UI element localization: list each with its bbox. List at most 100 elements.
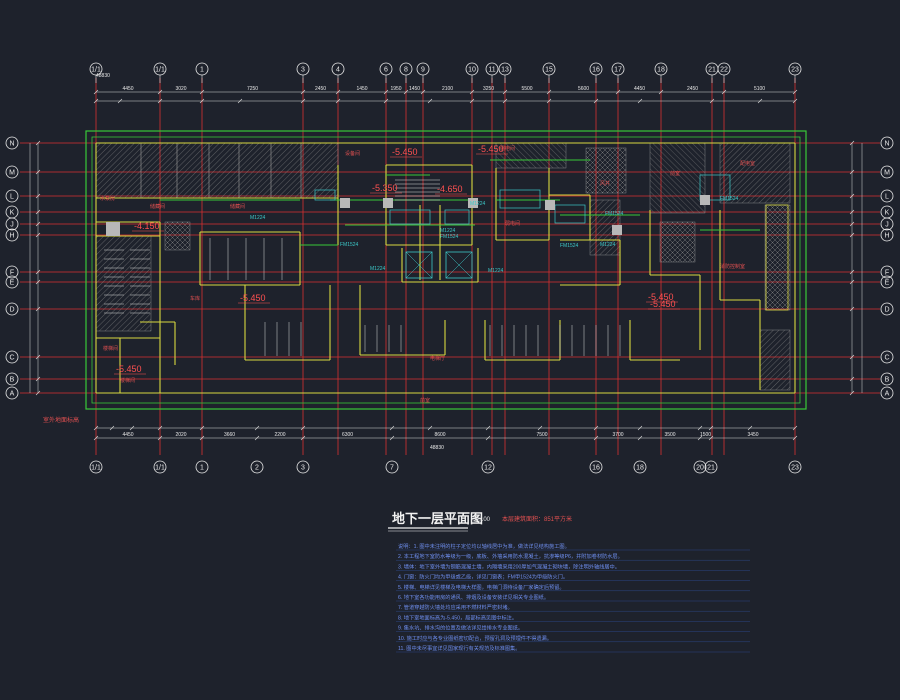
axis-bubble-label: M — [9, 170, 15, 177]
top-detail-dimension-row — [93, 98, 798, 104]
dimension-tick — [427, 98, 433, 104]
left-axis-K: K — [5, 205, 19, 219]
top-axis-16: 16 — [589, 62, 603, 76]
left-axis-F: F — [5, 265, 19, 279]
bottom-axis-1: 1 — [195, 460, 209, 474]
bottom-axis-3: 3 — [296, 460, 310, 474]
dimension-tick — [757, 98, 763, 104]
axis-bubble-label: 4 — [336, 67, 340, 74]
axis-bubble-circle — [880, 275, 894, 289]
axis-bubble-label: 15 — [545, 67, 553, 74]
axis-bubble-label: 22 — [720, 67, 728, 74]
dimension-tick — [199, 425, 205, 431]
equipment-box — [444, 209, 470, 225]
level-label: -5.450 — [392, 147, 418, 157]
door-label: M1224 — [600, 242, 616, 248]
dimension-tick — [537, 425, 543, 431]
room-label: 弱电间 — [505, 220, 520, 227]
axis-bubble-circle — [5, 265, 19, 279]
axis-bubble-label: K — [885, 210, 890, 217]
room-label: 配电室 — [740, 160, 755, 167]
drawing-scale: 1:100 — [475, 517, 491, 523]
axis-bubble-label: 21 — [708, 67, 716, 74]
equipment-box — [554, 204, 586, 224]
dimension-value: 3700 — [612, 432, 623, 438]
dimension-tick — [849, 354, 855, 360]
dimension-tick — [708, 435, 714, 441]
dimension-value: 4450 — [122, 432, 133, 438]
axis-grid — [20, 78, 880, 455]
room-label: 车库 — [190, 295, 200, 302]
top-axis-1/1: 1/1 — [153, 62, 167, 76]
door-label: FM1524 — [605, 211, 624, 217]
dimension-tick — [747, 425, 753, 431]
room-label: 水泵房 — [100, 195, 115, 202]
axis-bubble-label: N — [884, 141, 889, 148]
dimension-tick — [485, 425, 491, 431]
inner-boundary-line — [91, 136, 801, 404]
column — [383, 198, 393, 208]
top-axis-21: 21 — [705, 62, 719, 76]
axis-bubble-label: K — [10, 210, 15, 217]
axis-bubble-label: A — [885, 391, 890, 398]
dimension-tick — [792, 425, 798, 431]
dimension-tick — [403, 89, 409, 95]
building-outline — [85, 130, 807, 410]
axis-bubble-label: 23 — [791, 465, 799, 472]
axis-bubble-circle — [880, 189, 894, 203]
dimension-tick — [485, 435, 491, 441]
axis-bubble-label: 2 — [255, 465, 259, 472]
column — [468, 198, 478, 208]
bottom-axis-23: 23 — [788, 460, 802, 474]
top-axis-11: 11 — [485, 62, 499, 76]
dimension-tick — [792, 98, 798, 104]
axis-bubble-circle — [416, 62, 430, 76]
dimension-tick — [335, 98, 341, 104]
axis-bubble-circle — [5, 136, 19, 150]
dimension-tick — [637, 98, 643, 104]
bottom-detail-dimension-row — [93, 425, 798, 431]
left-dimension-column — [29, 140, 41, 396]
axis-bubble-label: E — [10, 280, 15, 287]
axis-bubble-circle — [5, 217, 19, 231]
axis-bubble-label: 7 — [390, 465, 394, 472]
dimension-tick — [109, 425, 115, 431]
left-axis-A: A — [5, 386, 19, 400]
door-label: M1224 — [470, 201, 486, 207]
axis-bubble-circle — [788, 460, 802, 474]
dimension-tick — [427, 425, 433, 431]
dimension-tick — [792, 435, 798, 441]
room-label: 电梯厅 — [430, 355, 445, 362]
hatch-region — [649, 142, 706, 214]
left-axis-E: E — [5, 275, 19, 289]
axis-bubble-circle — [89, 62, 103, 76]
dimension-value: 3660 — [224, 432, 235, 438]
axis-bubble-circle — [5, 275, 19, 289]
door-label: FM1524 — [340, 242, 359, 248]
note-line: 2. 本工程地下室防水等级为一级，底板、外墙采用防水混凝土，抗渗等级P6，并附加… — [398, 552, 623, 560]
axis-bubble-label: 1/1 — [155, 67, 165, 74]
dimension-tick — [237, 98, 243, 104]
dimension-tick — [849, 169, 855, 175]
dimension-tick — [469, 89, 475, 95]
elevator-cross — [445, 251, 473, 279]
room-label: 设备间 — [345, 150, 360, 157]
dimension-value: 3450 — [747, 432, 758, 438]
hatch-region — [140, 142, 178, 199]
hatch-region — [164, 221, 191, 251]
axis-bubble-label: J — [10, 222, 14, 229]
axis-bubble-circle — [485, 62, 499, 76]
drawing-title: 地下一层平面图 — [392, 511, 483, 526]
room-label: 风井 — [600, 180, 610, 187]
dimension-value: 8600 — [434, 432, 445, 438]
axis-bubble-label: 12 — [484, 465, 492, 472]
axis-bubble-label: D — [9, 307, 14, 314]
dimension-tick — [35, 390, 41, 396]
bottom-axis-21: 21 — [704, 460, 718, 474]
dimension-tick — [849, 390, 855, 396]
axis-bubble-label: L — [885, 194, 889, 201]
hatch-region — [495, 142, 567, 169]
